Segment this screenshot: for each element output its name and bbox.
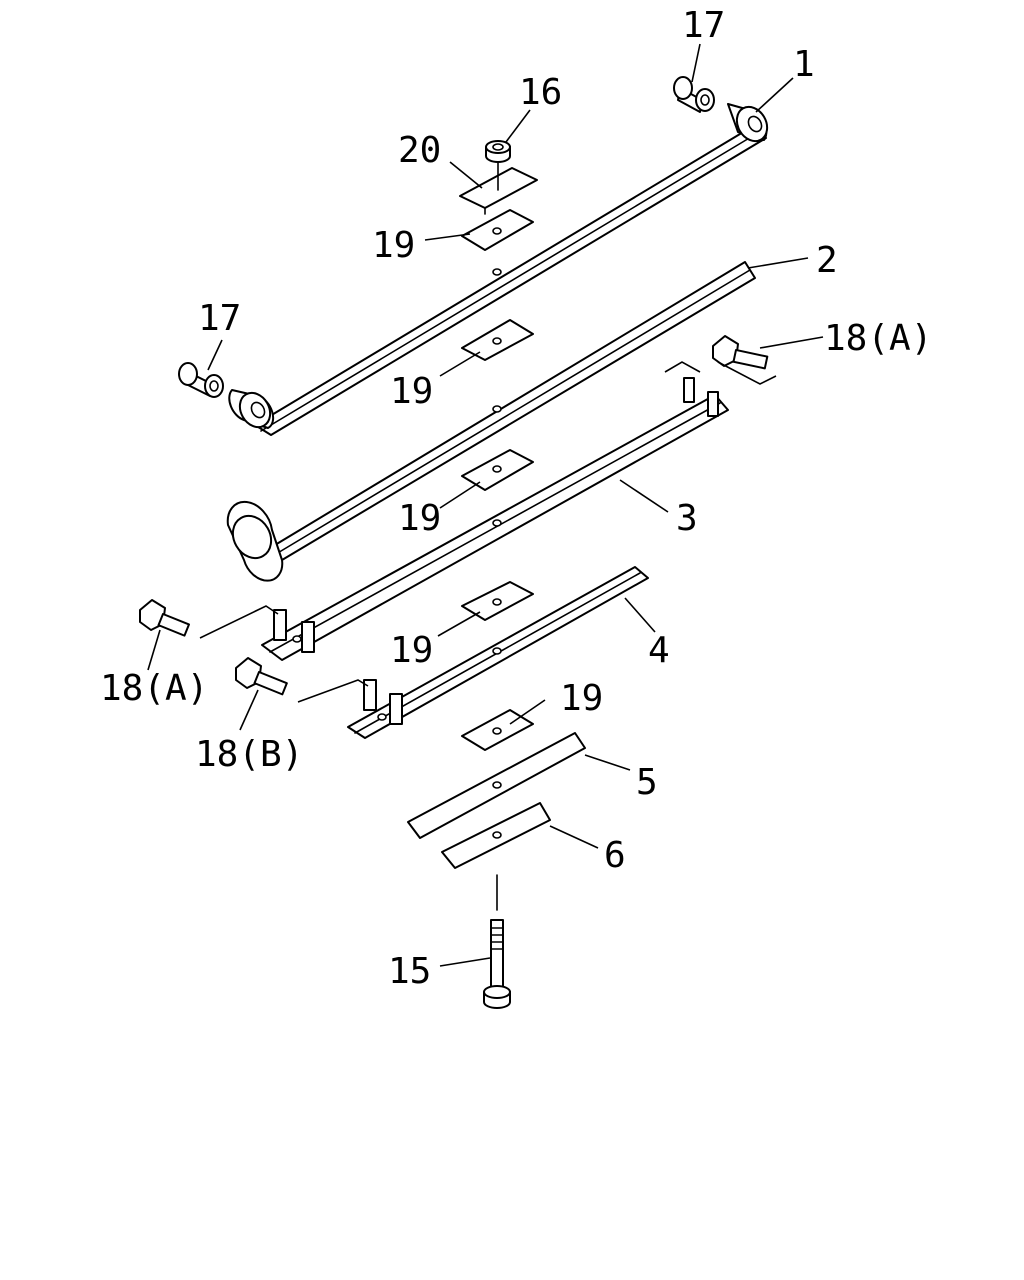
label-18a-left: 18(A) xyxy=(100,668,208,709)
label-19-c: 19 xyxy=(398,498,441,539)
label-4: 4 xyxy=(648,630,670,671)
label-20: 20 xyxy=(398,130,441,171)
label-leaders xyxy=(147,43,824,967)
bolt-18a-left xyxy=(139,599,190,637)
label-19-d: 19 xyxy=(390,630,433,671)
label-18a-right: 18(A) xyxy=(824,318,932,359)
nut-16 xyxy=(485,140,511,191)
center-bolt-15 xyxy=(483,874,511,1009)
label-19-e: 19 xyxy=(560,678,603,719)
label-15: 15 xyxy=(388,951,431,992)
label-6: 6 xyxy=(604,835,626,876)
leaf-3 xyxy=(261,377,729,661)
label-2: 2 xyxy=(816,240,838,281)
bolt-18a-right xyxy=(712,335,769,370)
label-19-a: 19 xyxy=(372,225,415,266)
leaf-6 xyxy=(441,802,551,869)
bolt-18b xyxy=(235,657,288,696)
label-18b: 18(B) xyxy=(195,734,303,775)
label-19-b: 19 xyxy=(390,371,433,412)
label-16: 16 xyxy=(519,72,562,113)
leaf-1 xyxy=(228,103,769,436)
bushing-17-top xyxy=(673,76,715,113)
label-1: 1 xyxy=(793,44,815,85)
assembly-lines xyxy=(199,361,777,703)
label-17-top: 17 xyxy=(682,5,725,46)
leaf-4 xyxy=(347,566,649,739)
label-17-left: 17 xyxy=(198,298,241,339)
label-3: 3 xyxy=(676,498,698,539)
bushing-17-left xyxy=(178,362,224,398)
label-5: 5 xyxy=(636,762,658,803)
leaf-5 xyxy=(407,732,586,839)
leaf-2 xyxy=(226,261,756,582)
